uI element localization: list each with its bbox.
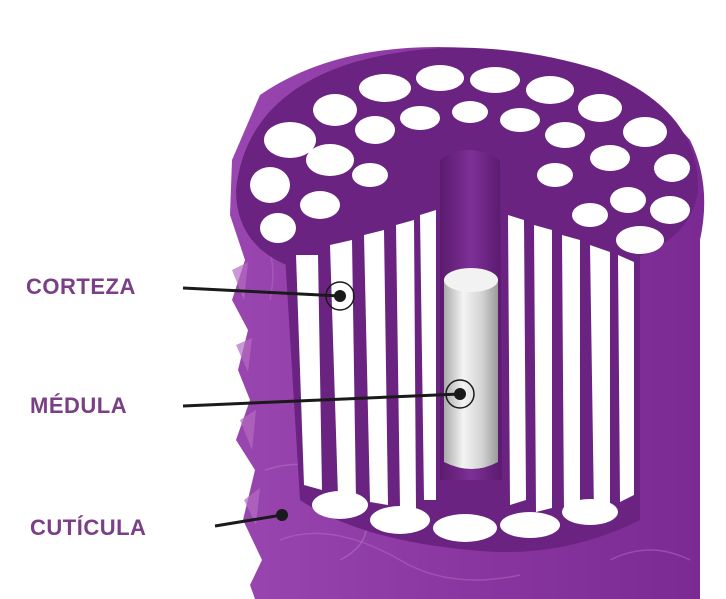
medulla-cylinder [444,268,498,469]
label-cuticula: CUTÍCULA [30,515,146,541]
label-corteza: CORTEZA [26,274,136,300]
label-medula: MÉDULA [30,393,127,419]
